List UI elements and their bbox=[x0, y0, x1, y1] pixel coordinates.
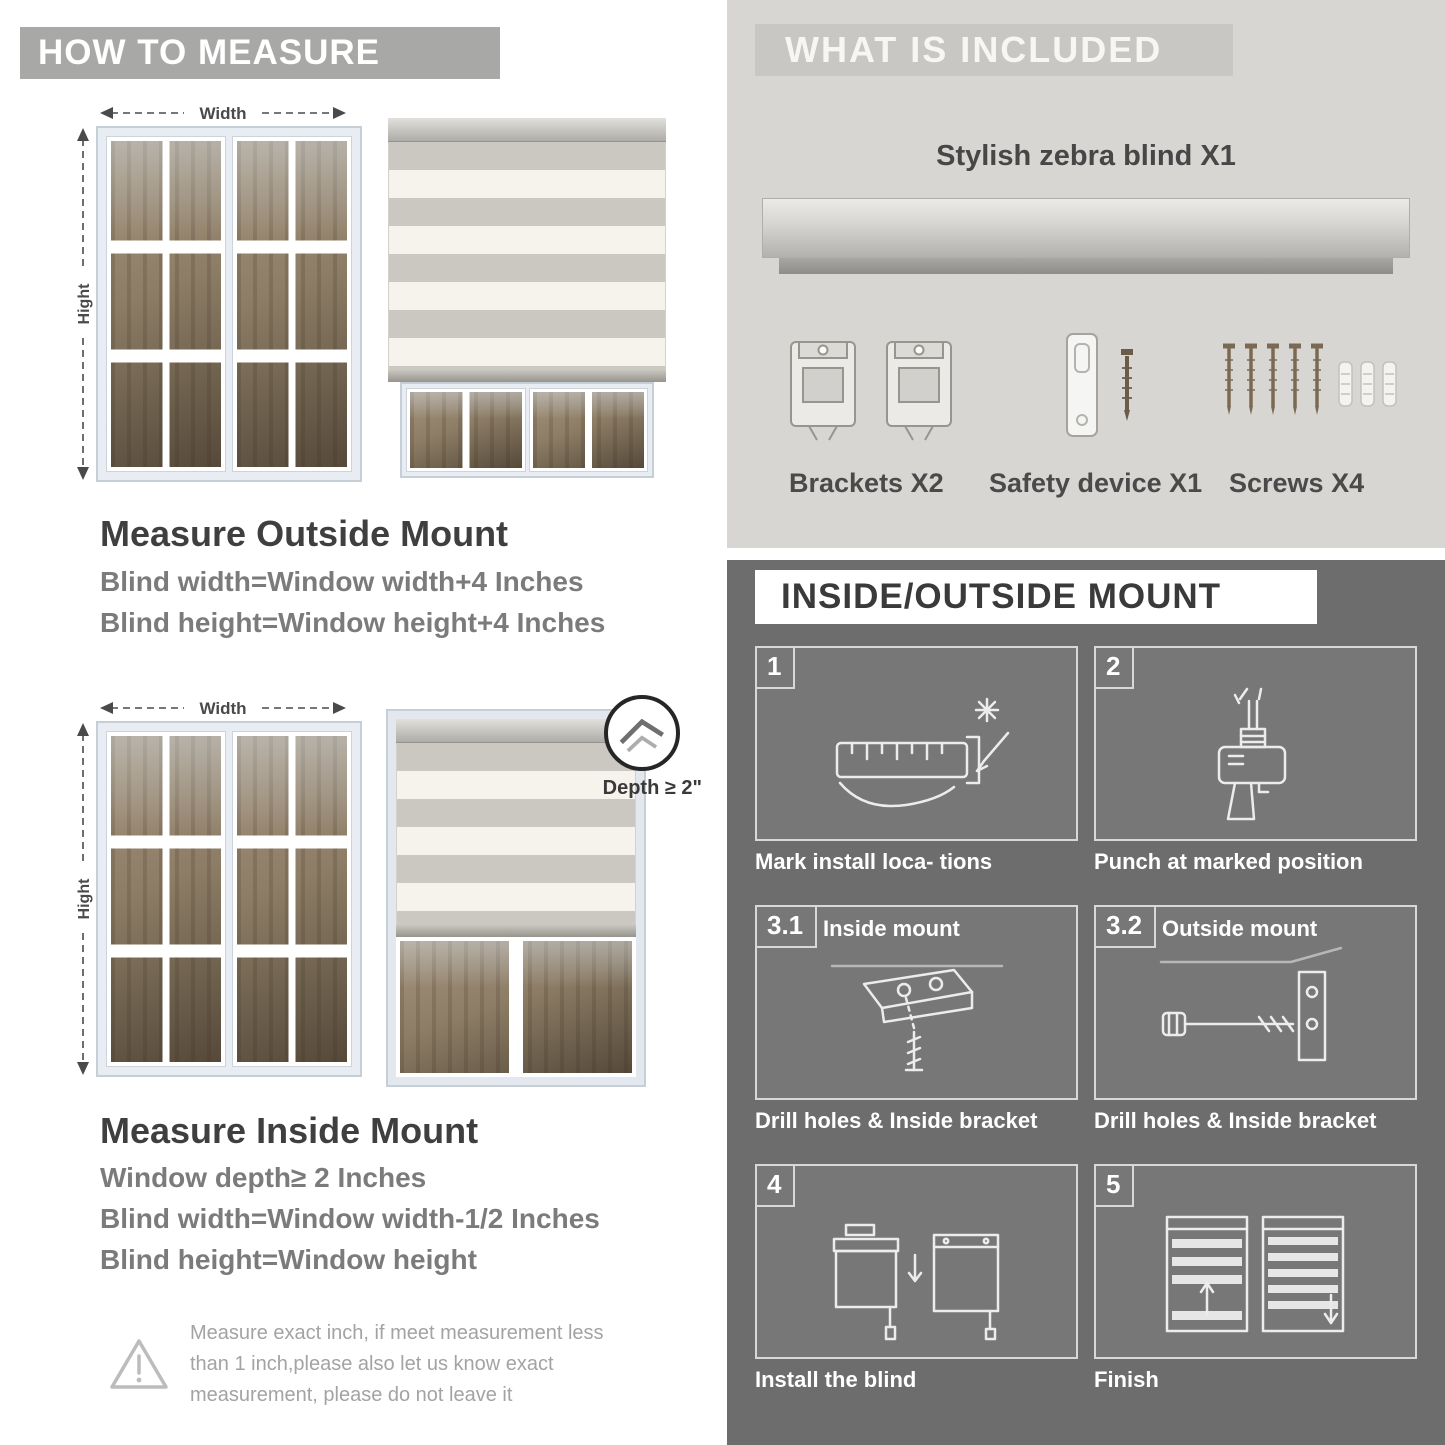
step-number: 3.2 bbox=[1096, 907, 1157, 948]
step-box: 2 bbox=[1094, 646, 1417, 841]
blind-cassette bbox=[388, 118, 666, 142]
blind-headrail-bottom bbox=[779, 258, 1393, 274]
what-is-included-panel: WHAT IS INCLUDED Stylish zebra blind X1 bbox=[727, 0, 1445, 548]
step-2: 2 Pu bbox=[1094, 646, 1417, 875]
step-caption: Mark install loca- tions bbox=[755, 849, 993, 874]
zebra-blind-outside bbox=[388, 100, 666, 498]
inside-mount-line3: Blind height=Window height bbox=[100, 1244, 477, 1275]
window-sash bbox=[528, 388, 648, 472]
window-glass bbox=[400, 941, 632, 1073]
frame-corner-icon bbox=[619, 718, 664, 753]
step-number: 4 bbox=[757, 1166, 796, 1207]
height-label: Hight bbox=[76, 283, 93, 325]
width-label: Width bbox=[199, 699, 246, 718]
outside-mount-line1: Blind width=Window width+4 Inches bbox=[100, 566, 584, 597]
height-label: Hight bbox=[76, 878, 93, 920]
window-illustration: Width Hight bbox=[70, 100, 362, 498]
blind-headrail bbox=[762, 198, 1410, 258]
step-3-2: 3.2 Outside mount bbox=[1094, 905, 1417, 1134]
inside-bracket-icon bbox=[830, 964, 1003, 1071]
warning-text: Measure exact inch, if meet measurement … bbox=[190, 1322, 604, 1406]
inside-mount-illustration: Width Hight bbox=[70, 695, 702, 1095]
blind-cassette bbox=[396, 719, 636, 743]
window-frame bbox=[96, 721, 362, 1077]
brackets-label: Brackets X2 bbox=[789, 468, 944, 498]
window-illustration: Width Hight bbox=[70, 695, 362, 1095]
step-number: 3.1 bbox=[757, 907, 818, 948]
window-behind-blind bbox=[400, 382, 654, 478]
window-frame bbox=[96, 126, 362, 482]
step-number: 2 bbox=[1096, 648, 1135, 689]
step-caption: Punch at marked position bbox=[1094, 849, 1363, 874]
step-box: 3.2 Outside mount bbox=[1094, 905, 1417, 1100]
window-sash bbox=[232, 731, 352, 1067]
inside-mount-title: Measure Inside Mount bbox=[100, 1110, 479, 1151]
screws-icon bbox=[1223, 343, 1397, 415]
mount-banner: INSIDE/OUTSIDE MOUNT bbox=[755, 570, 1317, 624]
step-number: 5 bbox=[1096, 1166, 1135, 1207]
mount-steps-grid: 1 Mark install loca- tions bbox=[755, 646, 1417, 1393]
step-illustration bbox=[757, 935, 1076, 1094]
blind-stripes bbox=[388, 142, 666, 370]
width-arrow-icon: Width bbox=[100, 104, 346, 123]
width-arrow: Width bbox=[98, 695, 362, 721]
step-illustration bbox=[757, 1194, 1076, 1353]
window-sash bbox=[406, 388, 526, 472]
install-blind-icon bbox=[832, 1223, 999, 1340]
step-label: Inside mount bbox=[823, 916, 960, 941]
step-4: 4 bbox=[755, 1164, 1078, 1393]
width-arrow: Width bbox=[98, 100, 362, 126]
step-label: Outside mount bbox=[1162, 916, 1318, 941]
finish-blinds-icon bbox=[1165, 1215, 1344, 1332]
outside-mount-illustration: Width Hight bbox=[70, 100, 670, 498]
product-name: Stylish zebra blind X1 bbox=[936, 140, 1236, 172]
measure-warning: Measure exact inch, if meet measurement … bbox=[108, 1318, 653, 1411]
what-is-included-banner: WHAT IS INCLUDED bbox=[755, 24, 1233, 76]
outside-mount-title: Measure Outside Mount bbox=[100, 513, 509, 554]
window-sash bbox=[106, 731, 226, 1067]
inside-mount-line1: Window depth≥ 2 Inches bbox=[100, 1162, 427, 1193]
window-sash bbox=[106, 136, 226, 472]
step-illustration bbox=[1096, 935, 1415, 1094]
step-box: 3.1 Inside mount bbox=[755, 905, 1078, 1100]
step-5: 5 bbox=[1094, 1164, 1417, 1393]
window-sash bbox=[232, 136, 352, 472]
zebra-blind-inside: Depth ≥ 2" bbox=[386, 695, 702, 1095]
blind-stripes bbox=[396, 743, 636, 925]
width-arrow-icon: Width bbox=[100, 699, 346, 718]
step-number: 1 bbox=[757, 648, 796, 689]
step-illustration bbox=[1096, 1194, 1415, 1353]
step-caption: Install the blind bbox=[755, 1367, 917, 1392]
mount-instructions-panel: INSIDE/OUTSIDE MOUNT 1 bbox=[727, 560, 1445, 1445]
blind-bottom-rail bbox=[396, 925, 636, 937]
step-box: 5 bbox=[1094, 1164, 1417, 1359]
warning-triangle-icon bbox=[110, 1338, 168, 1389]
height-arrow-icon: Hight bbox=[76, 723, 93, 1075]
window-frame bbox=[386, 709, 646, 1087]
safety-device-icon bbox=[1066, 333, 1133, 437]
depth-detail-circle bbox=[604, 695, 680, 771]
step-box: 1 bbox=[755, 646, 1078, 841]
drill-icon bbox=[1217, 687, 1286, 820]
how-to-measure-banner: HOW TO MEASURE bbox=[20, 27, 500, 79]
measure-mark-icon bbox=[835, 697, 1009, 807]
step-caption: Drill holes & Inside bracket bbox=[1094, 1108, 1377, 1133]
width-label: Width bbox=[199, 104, 246, 123]
outside-mount-line2: Blind height=Window height+4 Inches bbox=[100, 607, 606, 638]
step-caption: Finish bbox=[1094, 1367, 1159, 1392]
inside-mount-line2: Blind width=Window width-1/2 Inches bbox=[100, 1203, 600, 1234]
step-caption: Drill holes & Inside bracket bbox=[755, 1108, 1038, 1133]
step-illustration bbox=[757, 676, 1076, 835]
step-box: 4 bbox=[755, 1164, 1078, 1359]
screws-label: Screws X4 bbox=[1229, 468, 1365, 498]
brackets-icon bbox=[790, 341, 952, 441]
step-1: 1 Mark install loca- tions bbox=[755, 646, 1078, 875]
depth-label: Depth ≥ 2" bbox=[602, 777, 702, 799]
step-3-1: 3.1 Inside mount bbox=[755, 905, 1078, 1134]
step-illustration bbox=[1096, 676, 1415, 835]
outside-bracket-icon bbox=[1159, 946, 1342, 1061]
safety-device-label: Safety device X1 bbox=[989, 468, 1203, 498]
blind-bottom-rail bbox=[388, 370, 666, 382]
height-arrow-icon: Hight bbox=[76, 128, 93, 480]
